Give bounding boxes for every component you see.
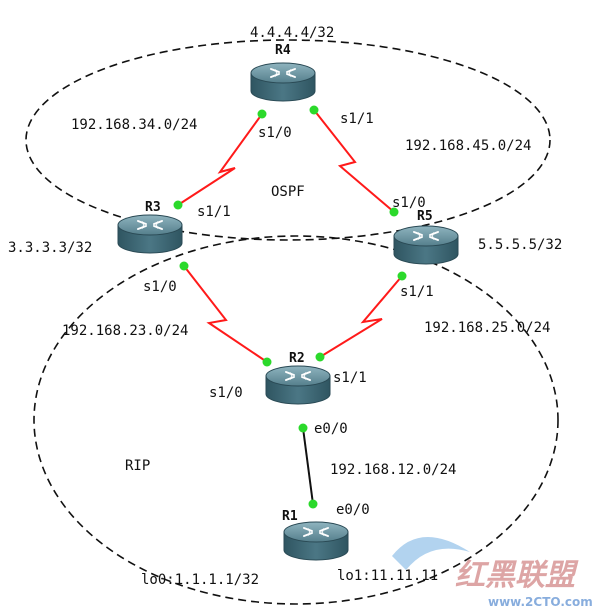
router-r2[interactable] bbox=[265, 365, 331, 405]
loopback-label-r3: 3.3.3.3/32 bbox=[8, 240, 92, 256]
port-label-r3-s1-0: s1/0 bbox=[143, 279, 177, 295]
port-label-r2-s1-1: s1/1 bbox=[333, 370, 367, 386]
network-label-23: 192.168.23.0/24 bbox=[62, 323, 188, 339]
router-name-r1: R1 bbox=[282, 509, 298, 524]
area-label-rip: RIP bbox=[125, 458, 150, 474]
router-r1[interactable] bbox=[283, 521, 349, 561]
watermark-url: www.2CTO.com bbox=[488, 595, 593, 609]
port-dot-r5-s1-0 bbox=[389, 207, 399, 217]
router-r5[interactable] bbox=[393, 225, 459, 265]
port-dot-r2-s1-0 bbox=[262, 357, 272, 367]
port-label-r2-s1-0: s1/0 bbox=[209, 385, 243, 401]
router-name-r2: R2 bbox=[289, 351, 305, 366]
port-label-r5-s1-1: s1/1 bbox=[400, 284, 434, 300]
port-dot-r4-s1-0 bbox=[257, 109, 267, 119]
port-dot-r3-s1-0 bbox=[179, 261, 189, 271]
watermark-swoosh-icon bbox=[392, 536, 470, 570]
serial-link-r4-r5 bbox=[313, 109, 395, 213]
router-r4[interactable] bbox=[250, 62, 316, 102]
serial-link-r4-r3 bbox=[177, 113, 263, 206]
network-label-34: 192.168.34.0/24 bbox=[71, 117, 197, 133]
port-dot-r2-e0-0 bbox=[298, 423, 308, 433]
port-label-r5-s1-0: s1/0 bbox=[392, 195, 426, 211]
port-dot-r5-s1-1 bbox=[397, 271, 407, 281]
rip-area-outline bbox=[33, 235, 559, 605]
loopback-label-r5: 5.5.5.5/32 bbox=[478, 237, 562, 253]
watermark-title: 红黑联盟 bbox=[455, 558, 579, 593]
router-name-r3: R3 bbox=[145, 200, 161, 215]
port-label-r2-e0-0: e0/0 bbox=[314, 421, 348, 437]
serial-link-r5-r2 bbox=[319, 275, 403, 358]
loopback-label-r1-lo0: lo0:1.1.1.1/32 bbox=[141, 572, 259, 588]
router-r3[interactable] bbox=[117, 214, 183, 254]
port-dots bbox=[173, 105, 407, 509]
port-label-r3-s1-1: s1/1 bbox=[197, 204, 231, 220]
port-dot-r4-s1-1 bbox=[309, 105, 319, 115]
ospf-area-outline bbox=[25, 39, 551, 241]
area-label-ospf: OSPF bbox=[271, 184, 305, 200]
port-label-r4-s1-1: s1/1 bbox=[340, 111, 374, 127]
port-dot-r3-s1-1 bbox=[173, 200, 183, 210]
loopback-label-r1-lo1: lo1:11.11.11 bbox=[337, 568, 438, 584]
ethernet-link-r2-r1 bbox=[302, 427, 314, 505]
port-label-r1-e0-0: e0/0 bbox=[336, 502, 370, 518]
port-label-r4-s1-0: s1/0 bbox=[258, 125, 292, 141]
network-label-25: 192.168.25.0/24 bbox=[424, 320, 550, 336]
router-name-r4: R4 bbox=[275, 43, 291, 58]
network-label-12: 192.168.12.0/24 bbox=[330, 462, 456, 478]
router-name-r5: R5 bbox=[417, 209, 433, 224]
loopback-label-r4: 4.4.4.4/32 bbox=[250, 25, 334, 41]
port-dot-r1-e0-0 bbox=[308, 499, 318, 509]
port-dot-r2-s1-1 bbox=[315, 352, 325, 362]
serial-link-r3-r2 bbox=[183, 265, 268, 363]
watermark: 红黑联盟 www.2CTO.com bbox=[392, 536, 593, 609]
network-label-45: 192.168.45.0/24 bbox=[405, 138, 531, 154]
